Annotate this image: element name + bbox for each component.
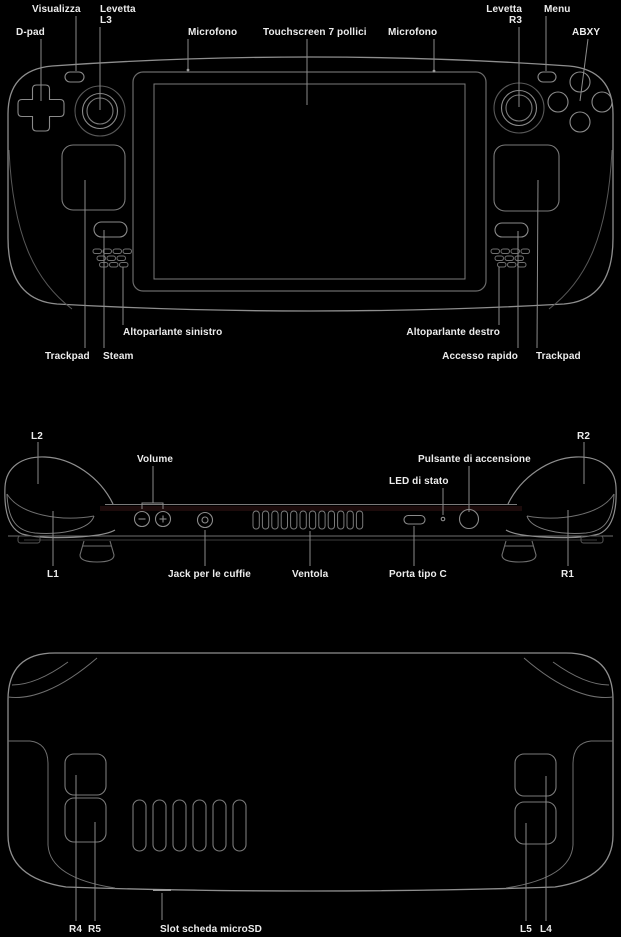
power-button — [458, 508, 480, 530]
label-touchscreen: Touchscreen 7 pollici — [263, 27, 367, 38]
menu-button — [537, 71, 557, 83]
label-pulsante-accensione: Pulsante di accensione — [418, 454, 531, 465]
label-altoparlante-dx: Altoparlante destro — [406, 327, 500, 338]
l5-button — [514, 801, 557, 845]
front-view — [7, 16, 614, 349]
microphone-right-icon — [432, 69, 436, 73]
label-l2: L2 — [31, 431, 43, 442]
right-grip-top-view — [505, 456, 617, 539]
label-levetta-l3: Levetta L3 — [100, 4, 136, 26]
dpad — [17, 84, 65, 132]
label-l1: L1 — [47, 569, 59, 580]
volume-down-button — [133, 510, 151, 528]
label-menu: Menu — [544, 4, 571, 15]
status-led — [440, 516, 446, 522]
back-body-outline — [7, 652, 614, 892]
front-right-grip-seam — [548, 149, 613, 310]
label-trackpad-dx: Trackpad — [536, 351, 581, 362]
right-speaker-grille — [490, 248, 530, 268]
label-altoparlante-sx: Altoparlante sinistro — [123, 327, 223, 338]
label-volume: Volume — [137, 454, 173, 465]
right-foot — [580, 535, 604, 544]
fan-vents-back — [132, 799, 247, 852]
label-led-stato: LED di stato — [389, 476, 449, 487]
left-speaker-grille — [92, 248, 132, 268]
label-l5: L5 — [520, 924, 532, 935]
left-foot — [17, 535, 41, 544]
label-r1: R1 — [561, 569, 574, 580]
label-l4: L4 — [540, 924, 552, 935]
label-r5: R5 — [88, 924, 101, 935]
l4-button — [514, 753, 557, 797]
front-leader-lines — [40, 16, 589, 349]
label-porta-tipo-c: Porta tipo C — [389, 569, 447, 580]
front-left-grip-seam — [8, 149, 73, 310]
left-grip-top-view — [4, 456, 116, 539]
headphone-jack — [196, 511, 214, 529]
fan-vents-top — [252, 510, 364, 530]
label-accesso-rapido: Accesso rapido — [442, 351, 518, 362]
touchscreen — [153, 83, 466, 280]
label-microfono-dx: Microfono — [388, 27, 438, 38]
top-view — [4, 442, 617, 566]
back-right-grip — [505, 657, 614, 889]
back-view — [7, 652, 614, 921]
right-stick-cap-top-view — [501, 540, 537, 563]
label-r4: R4 — [69, 924, 82, 935]
label-ventola: Ventola — [292, 569, 329, 580]
usb-c-port — [403, 514, 426, 525]
top-bar-accent-stripe — [100, 506, 522, 511]
volume-up-button — [154, 510, 172, 528]
label-abxy: ABXY — [572, 27, 601, 38]
steam-button — [93, 221, 128, 238]
view-button — [64, 71, 85, 83]
top-leader-lines — [37, 442, 585, 566]
label-steam: Steam — [103, 351, 134, 362]
label-dpad: D-pad — [16, 27, 45, 38]
r4-button — [64, 753, 107, 796]
label-jack-cuffie: Jack per le cuffie — [168, 569, 251, 580]
screen-bezel — [132, 71, 487, 292]
right-trackpad — [493, 144, 560, 212]
abxy-buttons — [547, 71, 613, 133]
label-visualizza: Visualizza — [32, 4, 81, 15]
front-body-outline — [7, 56, 614, 312]
r5-button — [64, 797, 107, 843]
label-microfono-sx: Microfono — [188, 27, 238, 38]
back-leader-lines — [75, 775, 547, 921]
back-left-grip — [7, 657, 116, 889]
label-slot-microsd: Slot scheda microSD — [160, 924, 262, 935]
label-levetta-r3: Levetta R3 — [486, 4, 522, 26]
label-r2: R2 — [577, 431, 590, 442]
label-trackpad-sx: Trackpad — [45, 351, 90, 362]
quick-access-button — [494, 222, 529, 238]
microphone-left-icon — [186, 68, 190, 72]
left-stick-cap-top-view — [79, 540, 115, 563]
left-trackpad — [61, 144, 126, 211]
